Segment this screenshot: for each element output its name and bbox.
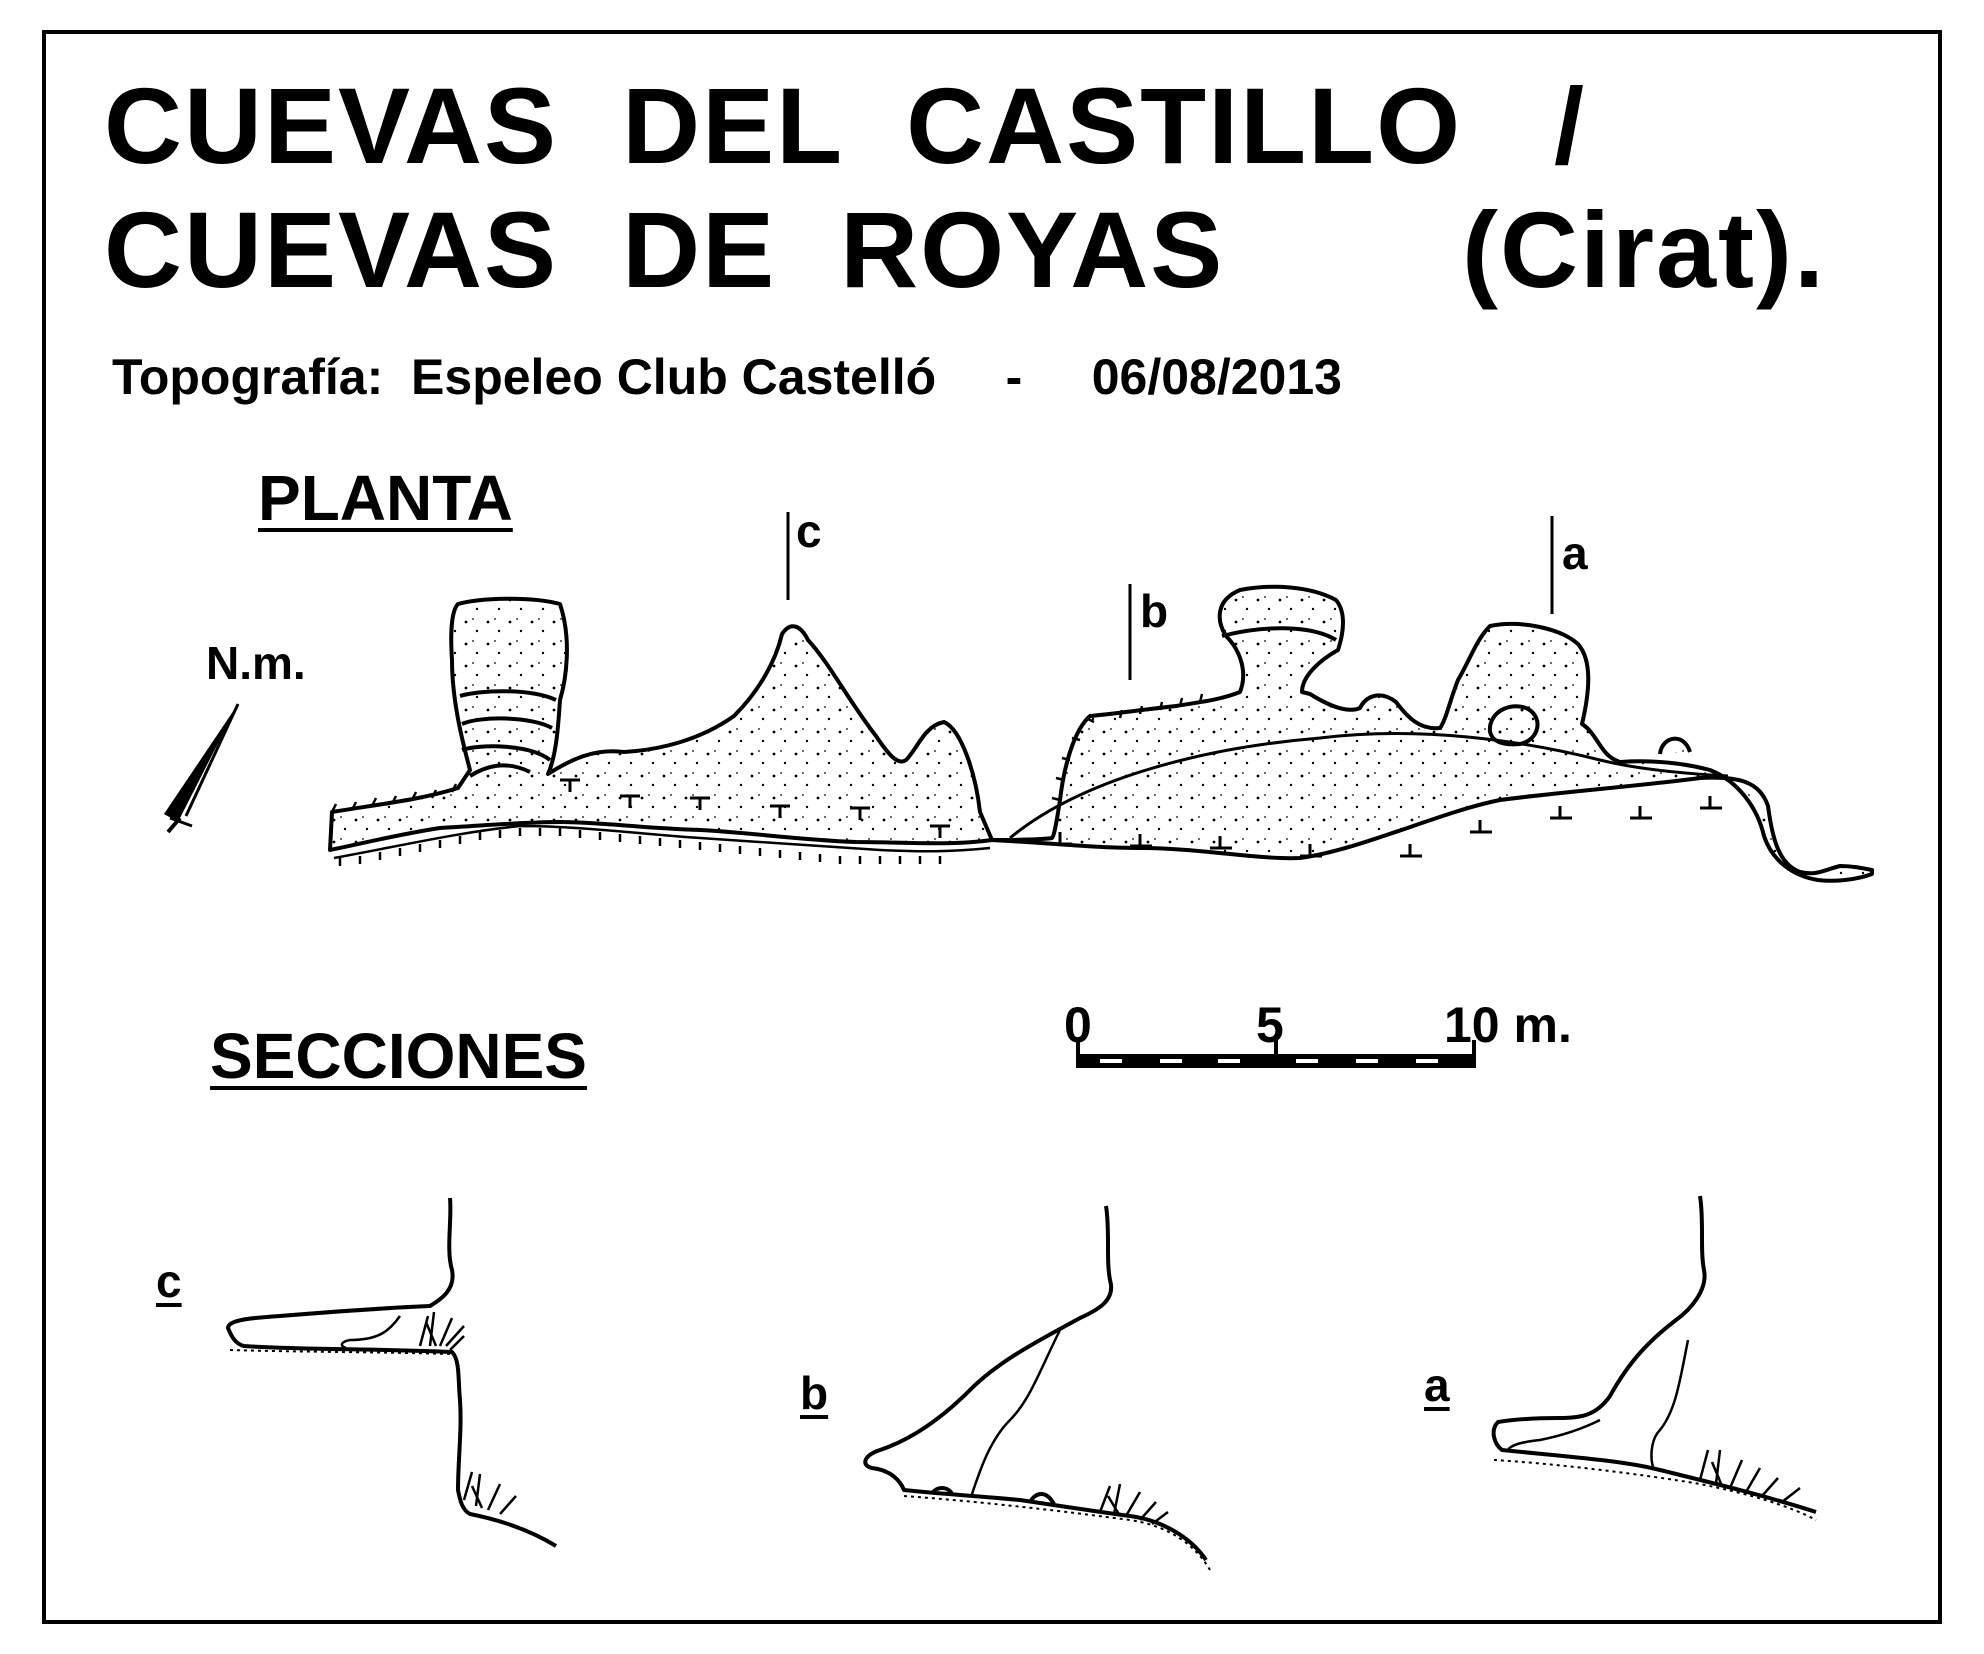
section-c-profile [226, 1197, 558, 1548]
plan-floor-symbols [560, 778, 1722, 858]
scale-bar [1076, 1040, 1476, 1068]
section-label-b: b [800, 1367, 829, 1419]
title-separator: / [1554, 65, 1587, 186]
section-b-profile [863, 1205, 1211, 1571]
map-frame [42, 30, 1942, 1624]
title-line-1: CUEVAS DEL CASTILLO [104, 65, 1463, 186]
plan-heading: PLANTA [258, 462, 513, 534]
north-arrow-icon [164, 703, 240, 834]
plan-mark-c: c [796, 505, 822, 557]
scale-tick-5: 5 [1256, 997, 1284, 1053]
north-label: N.m. [206, 637, 306, 689]
title-location: (Cirat). [1462, 189, 1826, 310]
scale-tick-10: 10 m. [1444, 997, 1572, 1053]
title-line-2: CUEVAS DE ROYAS [104, 189, 1225, 310]
section-label-a: a [1424, 1359, 1450, 1411]
plan-mark-b: b [1140, 585, 1169, 637]
plan-east-cave [988, 584, 1874, 883]
plan-west-cave [328, 596, 994, 852]
plan-mark-a: a [1562, 527, 1588, 579]
section-label-c: c [156, 1255, 182, 1307]
plan-entrance-hachures [330, 693, 1204, 866]
survey-credit: Topografía: Espeleo Club Castelló - 06/0… [112, 349, 1342, 405]
section-a-profile [1491, 1195, 1817, 1521]
sections-heading: SECCIONES [210, 1020, 587, 1092]
